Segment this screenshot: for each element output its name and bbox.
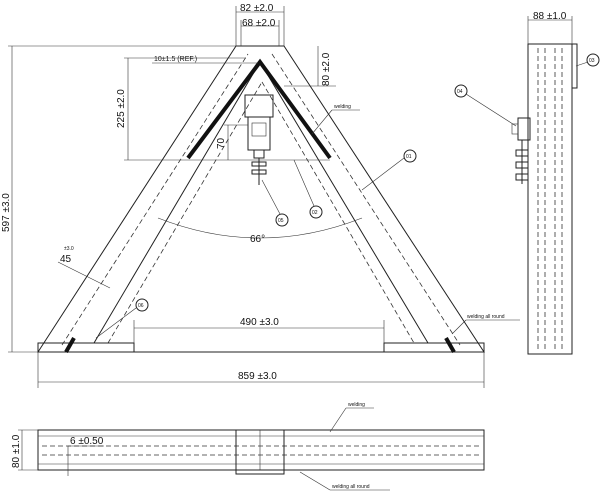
note-welding-2: welding <box>348 402 365 408</box>
frame-inner-outline <box>93 61 429 344</box>
balloon-03-label: 03 <box>589 58 595 64</box>
weld-left-foot <box>64 337 76 353</box>
weld-right-foot <box>444 337 456 353</box>
dim-bracket-height: 70 <box>216 137 227 149</box>
angle-arc <box>157 217 363 239</box>
dim-inner-span: 490 ±3.0 <box>240 317 279 328</box>
balloon-02 <box>309 205 323 219</box>
balloon-05 <box>275 213 289 227</box>
base-plate-left <box>37 342 135 353</box>
balloon-05-label: 05 <box>278 218 284 224</box>
dim-plate-thickness: 6 ±0.50 <box>70 436 104 447</box>
dim-bottom-height: 80 ±1.0 <box>11 434 22 468</box>
dim-top-inner-width: 68 ±2.0 <box>242 18 276 29</box>
hidden-line-right-inner <box>261 81 415 344</box>
side-view: 88 ±1.0 03 04 <box>454 11 600 355</box>
dim-top-outer-width: 82 ±2.0 <box>240 3 274 14</box>
side-top-plate <box>571 43 578 89</box>
bottom-plate <box>235 469 285 475</box>
hidden-line-left-inner <box>107 81 263 344</box>
dim-overall-width: 859 ±3.0 <box>238 371 277 382</box>
nut-2 <box>251 169 267 175</box>
dim-side-width: 88 ±1.0 <box>533 11 567 22</box>
balloon-04-label: 04 <box>457 89 463 95</box>
balloon-02-label: 02 <box>312 210 318 216</box>
bracket-body <box>247 116 271 151</box>
base-plate-right <box>383 342 485 353</box>
bracket-top-plate <box>244 94 274 118</box>
note-welding-all-round-2: welding all round <box>332 484 370 490</box>
side-profile <box>527 43 573 355</box>
hidden-line-left <box>61 53 249 346</box>
balloon-03 <box>586 53 600 67</box>
dim-overall-height: 597 ±3.0 <box>1 193 12 232</box>
bottom-view: 80 ±1.0 6 ±0.50 welding welding all roun… <box>11 402 485 491</box>
hidden-line-right <box>271 53 461 346</box>
balloon-04 <box>454 84 468 98</box>
apex-weld <box>186 58 332 160</box>
dim-ref-thickness: 10±1.5 (REF.) <box>154 56 197 63</box>
bolt-head <box>253 149 265 159</box>
dim-angle-tol: ±3.0 <box>64 246 74 252</box>
dim-angle-base: 45 <box>60 254 72 265</box>
balloon-06-label: 06 <box>138 303 144 309</box>
bracket-slot <box>251 122 267 137</box>
dim-apex-angle: 66° <box>250 234 265 245</box>
balloon-01-label: 01 <box>406 154 412 160</box>
front-view: 82 ±2.0 68 ±2.0 10±1.5 (REF.) 80 ±2.0 we… <box>1 3 520 388</box>
dim-inner-height: 225 ±2.0 <box>116 89 127 128</box>
dim-apex-depth: 80 ±2.0 <box>321 52 332 86</box>
note-welding-1: welding <box>334 104 351 110</box>
frame-outer-outline <box>37 45 485 353</box>
balloon-01 <box>403 149 417 163</box>
note-welding-all-round-1: welding all round <box>467 314 505 320</box>
balloon-06 <box>135 298 149 312</box>
nut-1 <box>251 161 267 167</box>
